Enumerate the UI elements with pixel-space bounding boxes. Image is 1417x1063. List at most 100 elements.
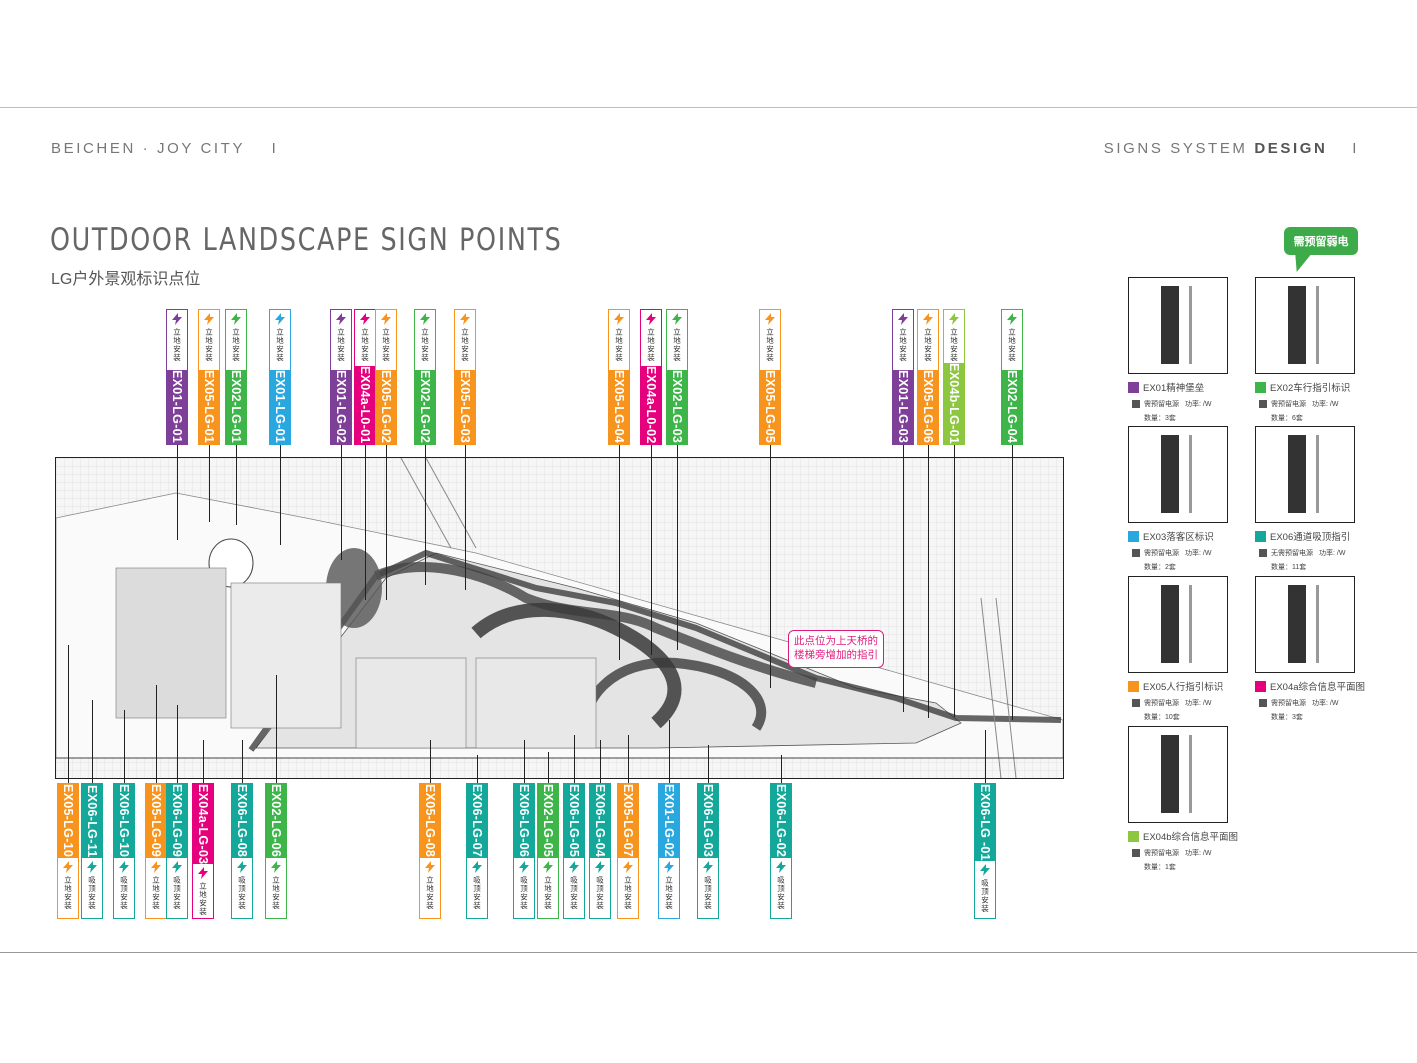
mount-type: 吸顶安装: [595, 876, 605, 910]
tag-mount: 吸顶安装: [590, 858, 610, 918]
mount-type: 立地安装: [63, 876, 73, 910]
mount-type: 立地安装: [623, 876, 633, 910]
legend-label: EX04b综合信息平面图: [1128, 829, 1268, 843]
tag-mount: 立地安装: [270, 310, 290, 370]
tag-code: EX06-LG-03: [698, 784, 718, 858]
sign-photo: [1255, 277, 1355, 374]
legend-label: EX04a综合信息平面图: [1255, 679, 1395, 693]
brand-separator: I: [271, 140, 279, 157]
legend-swatch: [1128, 680, 1139, 692]
leader-line: [242, 740, 243, 783]
section-separator: I: [1352, 140, 1359, 157]
power-bolt-icon: [360, 313, 370, 325]
tag-mount: 立地安装: [944, 310, 964, 363]
power-requirement: 需预留电源功率: /W: [1259, 399, 1395, 409]
page-title: OUTDOOR LANDSCAPE SIGN POINTS: [50, 222, 563, 258]
tag-code: EX06-LG -01: [975, 784, 995, 861]
leader-line: [628, 735, 629, 783]
brand-name: BEICHEN · JOY CITY: [51, 140, 245, 157]
section-bold: DESIGN: [1254, 140, 1328, 157]
power-icon: [1132, 549, 1140, 557]
power-note-bubble: 需预留弱电: [1284, 227, 1358, 255]
power-requirement: 需预留电源功率: /W: [1259, 698, 1395, 708]
legend-label-text: EX02车行指引标识: [1270, 383, 1351, 394]
leader-line: [280, 445, 281, 545]
bottom-tag-ex05-lg-10: EX05-LG-10 立地安装: [57, 783, 79, 919]
tag-code: EX06-LG-07: [467, 784, 487, 858]
legend-label-text: EX05人行指引标识: [1143, 682, 1224, 693]
mount-type: 立地安装: [275, 328, 285, 362]
tag-mount: 吸顶安装: [467, 858, 487, 918]
power-requirement: 无需预留电源功率: /W: [1259, 548, 1395, 558]
tag-code: EX02-LG-05: [538, 784, 558, 858]
mount-type: 立地安装: [271, 876, 281, 910]
mount-type: 立地安装: [381, 328, 391, 362]
leader-line: [619, 445, 620, 660]
tag-code: EX05-LG-08: [420, 784, 440, 858]
tag-code: EX06-LG-08: [232, 784, 252, 858]
tag-code: EX02-LG-04: [1002, 370, 1022, 444]
tag-mount: 立地安装: [226, 310, 246, 370]
tag-mount: 吸顶安装: [232, 858, 252, 918]
power-icon: [1132, 400, 1140, 408]
leader-line: [365, 445, 366, 600]
mount-type: 立地安装: [336, 328, 346, 362]
mount-type: 立地安装: [231, 328, 241, 362]
power-bolt-icon: [172, 313, 182, 325]
tag-code: EX05-LG-10: [58, 784, 78, 858]
mount-type: 立地安装: [949, 328, 959, 362]
power-rate: 功率: /W: [1185, 550, 1212, 557]
mount-type: 立地安装: [1007, 328, 1017, 362]
page-subtitle: LG户外景观标识点位: [51, 271, 201, 288]
power-text: 无需预留电源: [1271, 550, 1313, 557]
tag-mount: 立地安装: [618, 858, 638, 918]
power-icon: [1259, 400, 1267, 408]
sign-count: 数量：6套: [1271, 415, 1303, 422]
mount-type: 吸顶安装: [87, 876, 97, 910]
tag-mount: 立地安装: [893, 310, 913, 370]
power-bolt-icon: [776, 861, 786, 873]
power-bolt-icon: [623, 861, 633, 873]
leader-line: [574, 735, 575, 783]
power-bolt-icon: [519, 861, 529, 873]
mount-type: 立地安装: [151, 876, 161, 910]
tag-code: EX04b-LG-01: [944, 362, 964, 444]
tag-code: EX04a-L0-02: [641, 366, 661, 444]
sign-count: 数量：1套: [1144, 864, 1176, 871]
legend-label-text: EX04b综合信息平面图: [1143, 832, 1239, 843]
tag-mount: 立地安装: [641, 310, 661, 367]
legend-swatch: [1128, 381, 1139, 393]
tag-code: EX06-LG-02: [771, 784, 791, 858]
leader-line: [669, 720, 670, 783]
tag-code: EX02-LG-03: [667, 370, 687, 444]
leader-line: [68, 645, 69, 783]
tag-mount: 吸顶安装: [975, 860, 995, 918]
legend-swatch: [1255, 680, 1266, 692]
power-rate: 功率: /W: [1185, 700, 1212, 707]
tag-mount: 立地安装: [918, 310, 938, 370]
legend-card: EX02车行指引标识需预留电源功率: /W 数量：6套: [1255, 277, 1395, 423]
power-bolt-icon: [703, 861, 713, 873]
leader-line: [425, 445, 426, 585]
power-requirement: 需预留电源功率: /W: [1132, 548, 1268, 558]
tag-mount: 立地安装: [667, 310, 687, 370]
tag-mount: 立地安装: [760, 310, 780, 370]
tag-code: EX02-LG-02: [415, 370, 435, 444]
mount-type: 吸顶安装: [119, 876, 129, 910]
power-requirement: 需预留电源功率: /W: [1132, 399, 1268, 409]
tag-code: EX05-LG-02: [376, 370, 396, 444]
leader-line: [177, 705, 178, 783]
